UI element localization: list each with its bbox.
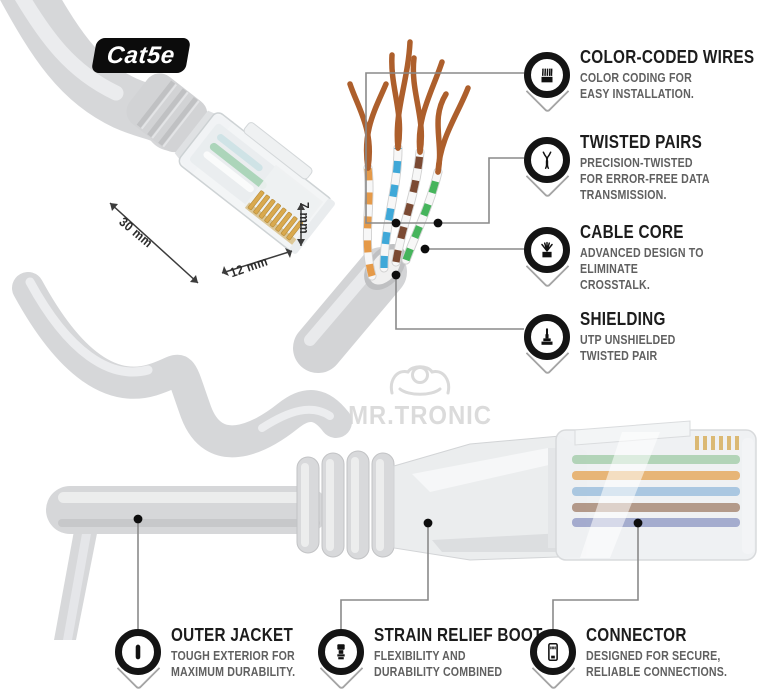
cat5e-badge-label: Cat5e [105, 41, 177, 69]
callout-description: UTP UNSHIELDED TWISTED PAIR [580, 332, 676, 363]
callout-title: OUTER JACKET [171, 625, 294, 645]
shielding-icon [524, 314, 570, 376]
callout-outer-jacket: OUTER JACKET TOUGH EXTERIOR FOR MAXIMUM … [115, 625, 323, 691]
twisted-pairs-icon [524, 137, 570, 199]
measurement-height-label: 7 mm [297, 202, 312, 235]
cat5e-badge: Cat5e [90, 38, 192, 73]
callout-description: TOUGH EXTERIOR FOR MAXIMUM DURABILITY. [171, 648, 296, 679]
callout-connector: CONNECTOR DESIGNED FOR SECURE, RELIABLE … [530, 625, 758, 691]
connector-icon [530, 629, 576, 691]
callout-color-coded-wires: COLOR-CODED WIRES COLOR CODING FOR EASY … [524, 48, 764, 114]
callout-title: COLOR-CODED WIRES [580, 47, 755, 67]
callout-description: ADVANCED DESIGN TO ELIMINATE CROSSTALK. [580, 245, 704, 292]
callout-strain-relief-boot: STRAIN RELIEF BOOT FLEXIBILITY AND DURAB… [318, 625, 572, 691]
color-coded-wires-icon [524, 52, 570, 114]
stripped-cable-art [293, 39, 471, 373]
bottom-cable-art [12, 272, 757, 640]
callout-title: CABLE CORE [580, 222, 684, 242]
top-connector-art [0, 0, 335, 284]
callout-title: TWISTED PAIRS [580, 132, 703, 152]
strain-relief-boot-icon [318, 629, 364, 691]
callout-twisted-pairs: TWISTED PAIRS PRECISION-TWISTED FOR ERRO… [524, 133, 742, 203]
callout-description: DESIGNED FOR SECURE, RELIABLE CONNECTION… [586, 648, 728, 679]
callout-title: SHIELDING [580, 309, 666, 329]
cable-core-icon [524, 227, 570, 289]
mrtronic-logo-icon [389, 365, 451, 396]
callout-description: PRECISION-TWISTED FOR ERROR-FREE DATA TR… [580, 155, 710, 202]
dimension-lines [109, 202, 302, 284]
watermark: MR.TRONIC [340, 360, 500, 431]
callout-description: FLEXIBILITY AND DURABILITY COMBINED [374, 648, 503, 679]
callout-description: COLOR CODING FOR EASY INSTALLATION. [580, 70, 695, 101]
outer-jacket-icon [115, 629, 161, 691]
callout-title: CONNECTOR [586, 625, 687, 645]
callout-title: STRAIN RELIEF BOOT [374, 625, 543, 645]
callout-cable-core: CABLE CORE ADVANCED DESIGN TO ELIMINATE … [524, 223, 730, 293]
callout-shielding: SHIELDING UTP UNSHIELDED TWISTED PAIR [524, 310, 695, 376]
watermark-brand: MR.TRONIC [348, 400, 492, 430]
